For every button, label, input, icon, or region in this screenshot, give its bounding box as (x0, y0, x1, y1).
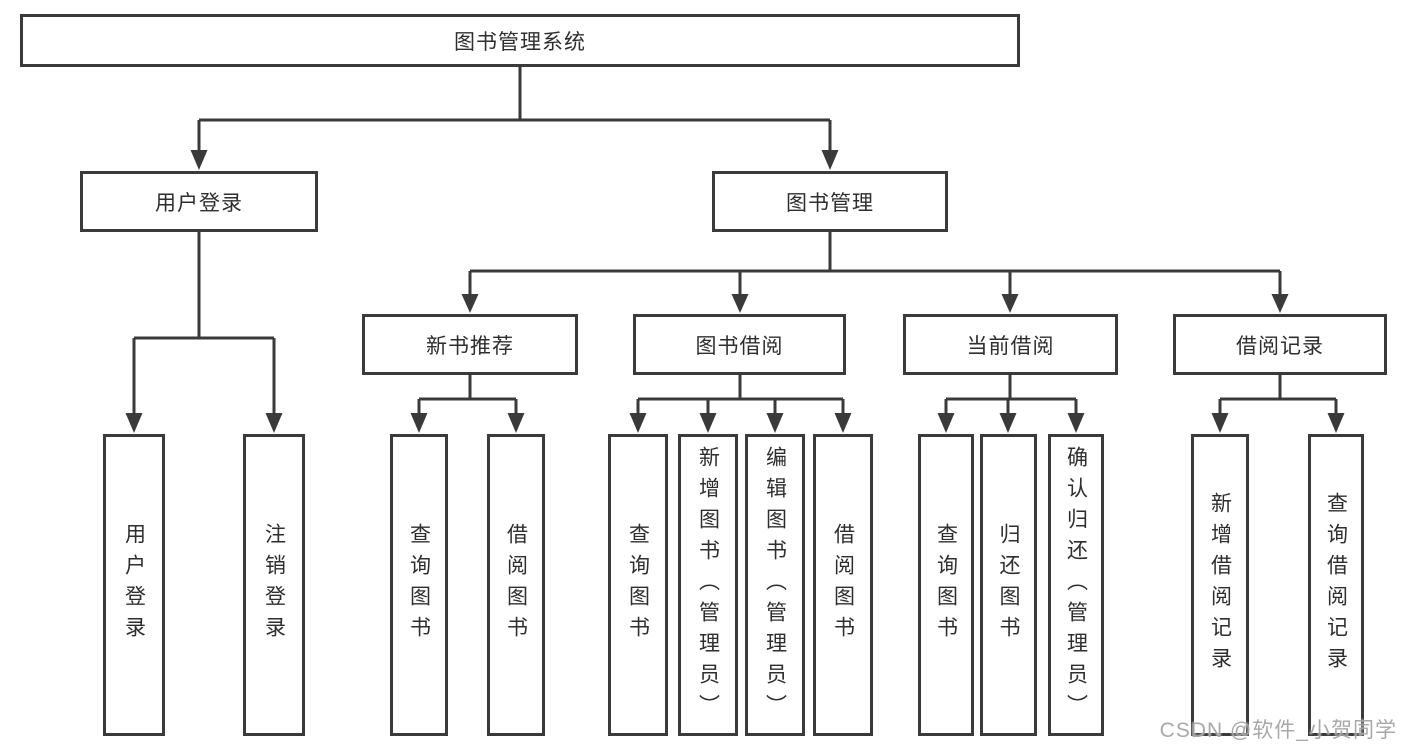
node-book-borrowing: 图书借阅 (633, 314, 846, 375)
leaf-label: 借阅图书 (831, 523, 855, 647)
node-borrowing-records: 借阅记录 (1173, 314, 1387, 375)
leaf-label: 注销登录 (262, 523, 286, 647)
leaf-label: 查询图书 (626, 523, 650, 647)
node-current-borrowing: 当前借阅 (903, 314, 1118, 375)
leaf-label: 归还图书 (997, 523, 1021, 647)
leaf-label: 用户登录 (122, 523, 146, 647)
leaf-add-books-admin: 新增图书（管理员） (678, 434, 738, 736)
arrowheads-level2 (190, 150, 839, 170)
edge-level3-to-leaves (417, 374, 1338, 415)
node-book-management-branch: 图书管理 (712, 171, 948, 232)
leaf-label: 编辑图书（管理员） (763, 445, 787, 725)
leaf-label: 新增图书（管理员） (696, 445, 720, 725)
node-root-system: 图书管理系统 (20, 14, 1020, 67)
edge-root-to-level2 (197, 66, 832, 152)
arrowheads-level3 (461, 294, 1289, 313)
leaf-label: 确认归还（管理员） (1064, 445, 1088, 725)
leaf-search-books-2: 查询图书 (608, 434, 668, 736)
leaf-return-books: 归还图书 (980, 434, 1037, 736)
leaf-label: 借阅图书 (504, 523, 528, 647)
arrowheads-userlogin-leaves (125, 413, 283, 433)
leaf-search-books-3: 查询图书 (918, 434, 974, 736)
leaf-label: 查询图书 (934, 523, 958, 647)
leaf-logout: 注销登录 (243, 434, 305, 736)
leaf-borrow-books-2: 借阅图书 (813, 434, 873, 736)
leaf-add-borrow-record: 新增借阅记录 (1191, 434, 1249, 736)
leaf-label: 查询图书 (407, 523, 431, 647)
leaf-search-borrow-record: 查询借阅记录 (1308, 434, 1364, 736)
leaf-label: 查询借阅记录 (1324, 492, 1348, 678)
edge-userlogin-to-leaves (132, 231, 276, 415)
leaf-confirm-return-admin: 确认归还（管理员） (1048, 434, 1104, 736)
node-new-book-recommend: 新书推荐 (362, 314, 578, 375)
edge-bookmgmt-to-level3 (468, 231, 1282, 296)
leaf-label: 新增借阅记录 (1208, 492, 1232, 678)
leaf-borrow-books-1: 借阅图书 (487, 434, 545, 736)
leaf-edit-books-admin: 编辑图书（管理员） (745, 434, 805, 736)
node-user-login-branch: 用户登录 (80, 171, 318, 232)
arrowheads-leaves (410, 413, 1345, 433)
leaf-user-login: 用户登录 (103, 434, 165, 736)
leaf-search-books-1: 查询图书 (390, 434, 448, 736)
